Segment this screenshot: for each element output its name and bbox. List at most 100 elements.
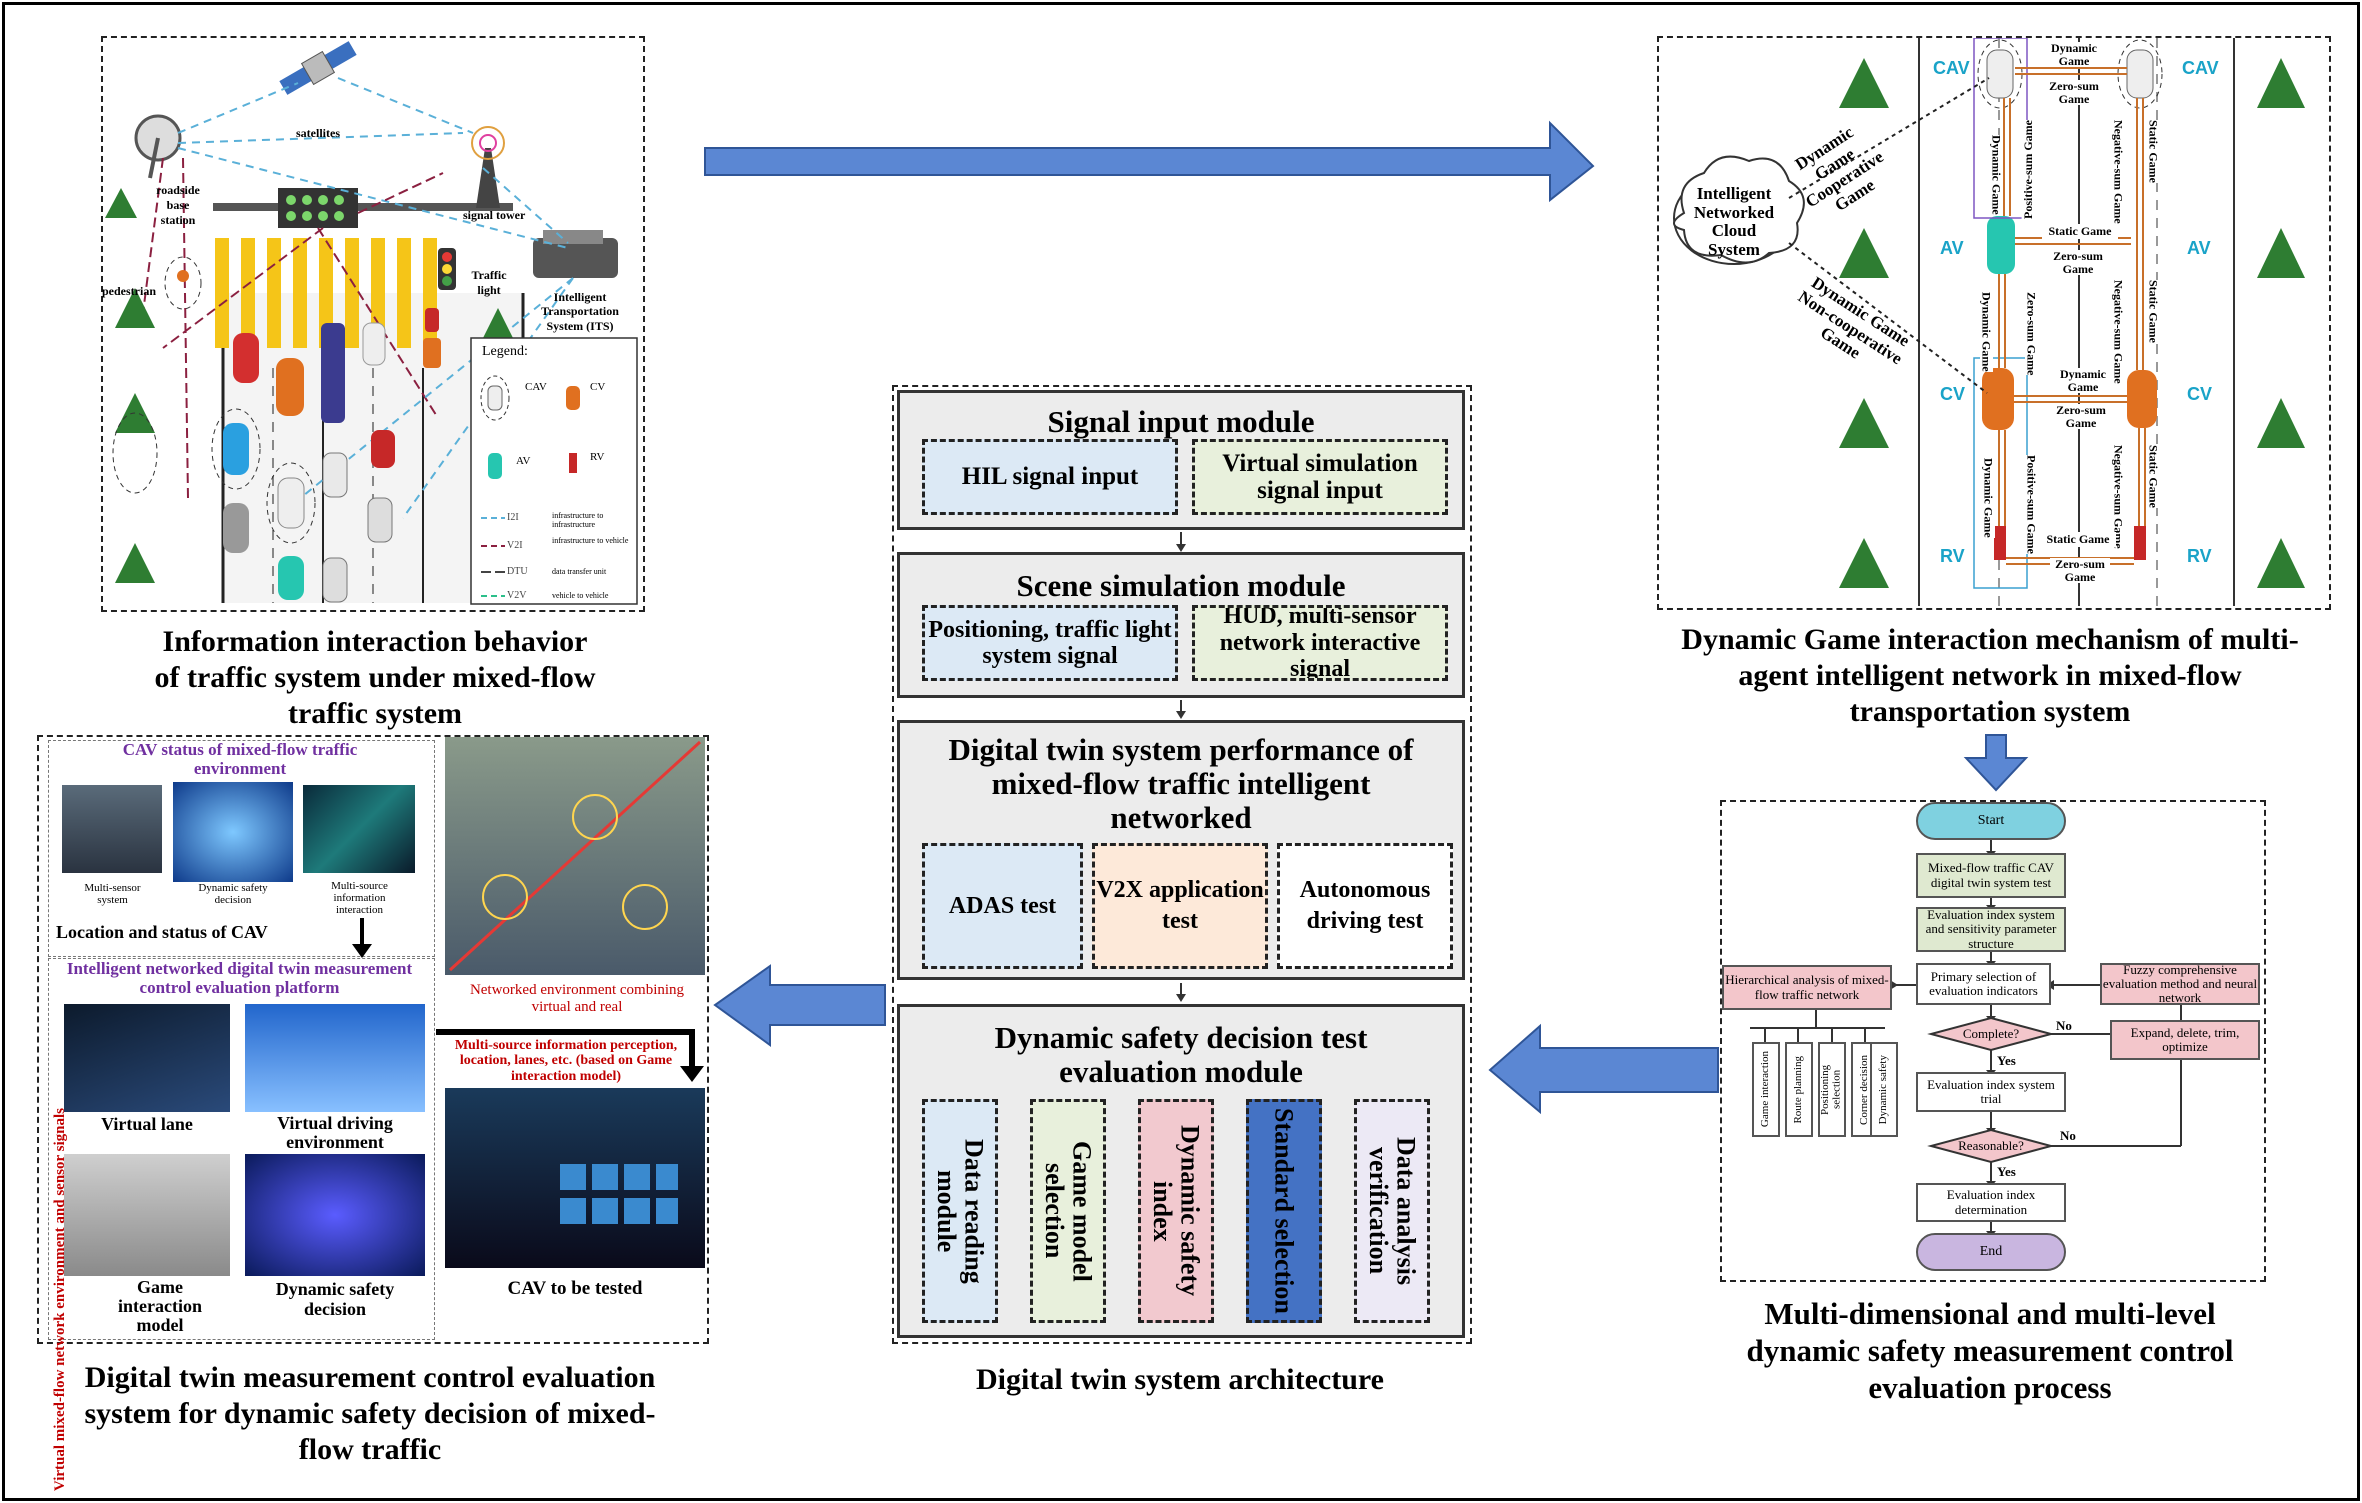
signal-input-title: Signal input module: [1047, 404, 1315, 439]
game-label-18: Static Game: [2146, 445, 2161, 508]
status-item-1: Multi-sensor system: [84, 882, 141, 907]
legend-rv: RV: [590, 451, 605, 463]
legend-i2i-desc: infrastructure to infrastructure: [552, 511, 604, 529]
pedestrian-label: pedestrian: [102, 284, 156, 298]
legend-cv: CV: [590, 381, 606, 393]
legend-dtu-desc: data transfer unit: [552, 567, 607, 576]
legend-cav: CAV: [525, 381, 547, 393]
legend-i2i: I2I: [507, 512, 519, 523]
game-label-13: Dynamic Game: [2058, 367, 2108, 394]
lane-right-cav: CAV: [2182, 58, 2219, 78]
bottom-left-caption: Digital twin measurement control evaluat…: [84, 1361, 656, 1466]
performance-title: Digital twin system performance of mixed…: [948, 732, 1414, 836]
grid-label-1: Virtual lane: [101, 1114, 193, 1134]
legend-dtu: DTU: [507, 566, 528, 577]
positioning-box: Positioning, traffic light system signal: [922, 605, 1178, 681]
grid-label-3: Game interaction model: [118, 1277, 202, 1335]
architecture-frame: [892, 385, 1472, 1344]
game-label-11: Negative-sum Game: [2111, 280, 2126, 384]
virtual-signal-label: Virtual simulation signal input: [1222, 449, 1418, 505]
no-label-2: No: [2060, 1128, 2076, 1143]
location-label: Location and status of CAV: [56, 922, 268, 942]
legend-v2i: V2I: [507, 540, 523, 551]
dynamic-index-label: Dynamic safety index: [1148, 1125, 1205, 1297]
dashboard-tiles: [560, 1164, 678, 1224]
game-label-17: Negative-sum Game: [2111, 445, 2126, 549]
vertical-box-3: Positioning selection: [1818, 1042, 1846, 1137]
its-label: Intelligent Transportation System (ITS): [541, 290, 619, 333]
grid-label-4: Dynamic safety decision: [275, 1279, 395, 1319]
process-panel: [1720, 800, 2266, 1282]
game-label-9: Zero-sum Game: [2024, 292, 2039, 376]
signal-input-module: Signal input module HIL signal input Vir…: [897, 390, 1465, 530]
scene-simulation-module: Scene simulation module Positioning, tra…: [897, 552, 1465, 698]
end-node: End: [1916, 1233, 2066, 1271]
bottom-right-caption: Multi-dimensional and multi-level dynami…: [1746, 1296, 2234, 1406]
reasonable-node: Reasonable?: [1958, 1137, 2024, 1153]
hud-box: HUD, multi-sensor network interactive si…: [1192, 605, 1448, 681]
satellites-label: satellites: [296, 126, 340, 140]
legend-v2i-desc: infrastructure to vehicle: [552, 536, 629, 545]
vertical-box-2: Route planning: [1785, 1042, 1813, 1137]
data-analysis-label: Data analysis verification: [1364, 1136, 1421, 1286]
complete-node: Complete?: [1962, 1025, 2020, 1041]
autonomous-box: Autonomous driving test: [1277, 843, 1453, 969]
v2x-box: V2X application test: [1092, 843, 1268, 969]
game-model-label: Game model selection: [1040, 1140, 1097, 1282]
game-label-10: Dynamic Game: [1979, 292, 1994, 372]
platform-title: Intelligent networked digital twin measu…: [66, 959, 413, 997]
hier-node: Hierarchical analysis of mixed-flow traf…: [1722, 965, 1892, 1010]
cav-tested-label: CAV to be tested: [507, 1278, 643, 1299]
step1-node: Mixed-flow traffic CAV digital twin syst…: [1916, 853, 2066, 898]
standard-label: Standard selection: [1269, 1108, 1299, 1314]
decision-module: Dynamic safety decision test evaluation …: [897, 1004, 1465, 1338]
cloud-label: Intelligent Networked Cloud System: [1693, 184, 1775, 260]
data-reading-label: Data reading module: [932, 1138, 989, 1284]
vertical-box-5: Dynamic safety: [1870, 1042, 1898, 1137]
status-item-3: Multi-source information interaction: [331, 880, 388, 917]
virtual-lane-image: [64, 1004, 230, 1112]
safety-decision-image: [245, 1154, 425, 1276]
adas-label: ADAS test: [948, 892, 1057, 919]
legend-title: Legend:: [482, 344, 528, 359]
autonomous-label: Autonomous driving test: [1299, 876, 1431, 934]
arrow-top-right: [704, 120, 1595, 203]
lane-right-rv: RV: [2187, 546, 2212, 566]
step5-node: Evaluation index determination: [1916, 1183, 2066, 1222]
game-label-5: Negative-sum Game: [2111, 120, 2126, 224]
platform-subpanel: [48, 958, 435, 1340]
lane-right-av: AV: [2187, 238, 2211, 258]
game-label-16: Dynamic Game: [1981, 458, 1996, 538]
game-label-2: Zero-sum Game: [2042, 80, 2106, 106]
game-label-4: Dynamic Game: [1989, 135, 2004, 215]
hil-signal-box: HIL signal input: [922, 439, 1178, 515]
virtual-signal-box: Virtual simulation signal input: [1192, 439, 1448, 515]
game-lanes: [1673, 38, 2305, 606]
yes-label-1: Yes: [1997, 1053, 2016, 1068]
performance-module: Digital twin system performance of mixed…: [897, 720, 1465, 980]
traffic-system-panel: [101, 36, 645, 612]
status-item-2: Dynamic safety decision: [198, 882, 268, 907]
positioning-label: Positioning, traffic light system signal: [928, 616, 1172, 669]
game-mechanism-panel: [1657, 36, 2331, 610]
traffic-scene: [105, 41, 638, 605]
game-model-image: [64, 1154, 230, 1276]
fuzzy-node: Fuzzy comprehensive evaluation method an…: [2100, 962, 2260, 1005]
hud-label: HUD, multi-sensor network interactive si…: [1219, 605, 1421, 681]
legend-v2v-desc: vehicle to vehicle: [552, 591, 609, 600]
game-label-19: Static Game: [2040, 532, 2116, 547]
decision-title: Dynamic safety decision test evaluation …: [994, 1020, 1368, 1090]
networked-label: Networked environment combining virtual …: [469, 982, 685, 1016]
arrow-to-center: [1488, 1023, 1719, 1115]
down-arrow-small: [352, 918, 372, 958]
top-left-caption: Information interaction behavior of traf…: [154, 625, 596, 730]
scene-simulation-title: Scene simulation module: [1016, 568, 1346, 603]
roadside-label: roadside base station: [156, 183, 200, 227]
lane-right-cv: CV: [2187, 384, 2213, 404]
no-label-1: No: [2056, 1018, 2072, 1033]
game-label-14: Zero-sum Game: [2052, 404, 2110, 430]
yes-label-2: Yes: [1997, 1164, 2016, 1179]
v2x-label: V2X application test: [1096, 876, 1264, 934]
